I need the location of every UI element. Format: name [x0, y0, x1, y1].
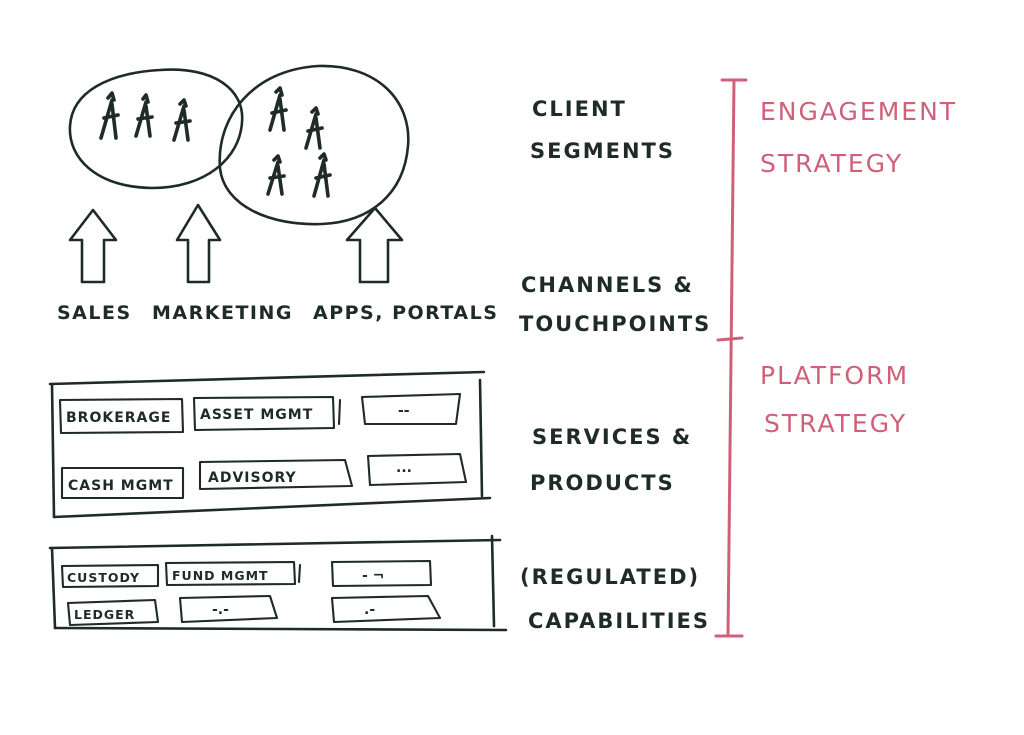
person-icon [134, 93, 154, 138]
service-box-advisory: ADVISORY [198, 458, 354, 491]
segment-ellipse-right [218, 64, 410, 226]
channel-arrows [68, 203, 404, 284]
capability-box-placeholder: .- [330, 594, 442, 624]
service-placeholder-label: -- [398, 403, 410, 419]
person-icon [99, 91, 120, 140]
capability-placeholder-label: .- [364, 602, 375, 618]
service-brokerage-label: BROKERAGE [66, 410, 171, 426]
service-cash-mgmt-label: CASH MGMT [68, 478, 174, 494]
capability-box-custody: CUSTODY [60, 563, 160, 589]
service-box-placeholder: -- [360, 392, 462, 426]
capability-placeholder-label: -.- [212, 602, 229, 618]
layer-label-client-segments-line2: SEGMENTS [530, 139, 675, 163]
channel-label-apps-portals: APPS, PORTALS [313, 302, 498, 324]
person-icon [172, 98, 192, 142]
arrow-up-icon [345, 206, 404, 284]
person-icon [266, 154, 286, 196]
layer-label-capabilities-line1: (REGULATED) [520, 565, 700, 589]
layer-label-client-segments-line1: CLIENT [532, 97, 627, 121]
person-icon [304, 106, 324, 150]
services-products-frame [48, 370, 492, 519]
strategy-label-platform-line1: PLATFORM [760, 361, 909, 390]
capability-fund-mgmt-label: FUND MGMT [172, 568, 269, 583]
channel-label-sales: SALES [57, 302, 132, 324]
service-box-placeholder: ... [366, 452, 468, 487]
layer-label-channels-line1: CHANNELS & [521, 273, 694, 297]
strategy-label-engagement-line1: ENGAGEMENT [760, 97, 957, 126]
capability-placeholder-label: - ¬ [362, 568, 384, 584]
capability-box-placeholder: -.- [178, 594, 279, 624]
segment-ellipse-left [68, 68, 244, 190]
client-segments-group [68, 64, 410, 226]
capability-box-placeholder: - ¬ [330, 559, 433, 588]
layer-label-channels-line2: TOUCHPOINTS [519, 312, 711, 336]
strategy-label-platform-line2: STRATEGY [764, 409, 907, 438]
service-box-cash-mgmt: CASH MGMT [60, 466, 185, 500]
service-box-brokerage: BROKERAGE [58, 397, 185, 435]
service-asset-mgmt-label: ASSET MGMT [200, 407, 313, 423]
capability-box-fund-mgmt: FUND MGMT [164, 560, 302, 587]
layer-label-services-line2: PRODUCTS [530, 471, 675, 495]
strategy-label-engagement-line2: STRATEGY [760, 149, 903, 178]
arrow-up-icon [68, 208, 118, 284]
service-advisory-label: ADVISORY [208, 470, 297, 486]
service-box-asset-mgmt: ASSET MGMT [192, 395, 342, 432]
channel-label-marketing: MARKETING [152, 302, 293, 324]
capabilities-frame [48, 534, 508, 632]
person-icon [312, 152, 332, 198]
capability-box-ledger: LEDGER [66, 598, 160, 627]
layer-label-services-line1: SERVICES & [532, 425, 692, 449]
service-placeholder-label: ... [396, 460, 412, 476]
arrow-up-icon [175, 203, 222, 284]
layer-label-capabilities-line2: CAPABILITIES [528, 609, 710, 633]
capability-ledger-label: LEDGER [74, 607, 135, 622]
strategy-bracket [714, 78, 748, 638]
person-icon [268, 86, 288, 132]
capability-custody-label: CUSTODY [67, 570, 140, 585]
